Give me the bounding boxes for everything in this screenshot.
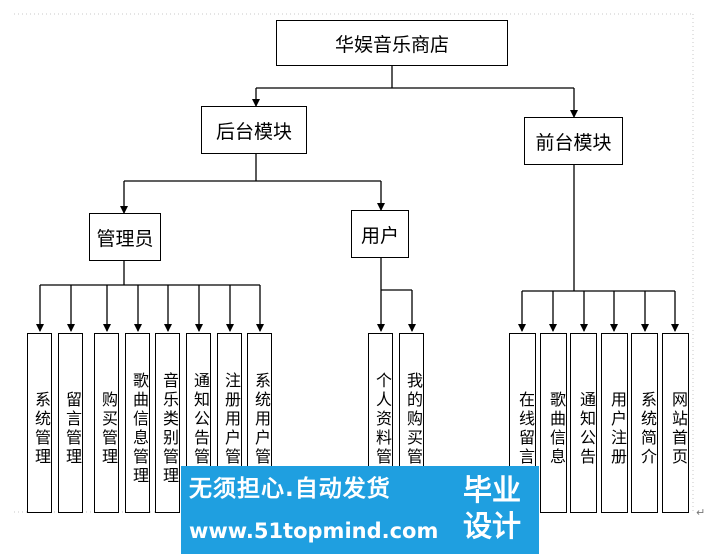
watermark-slogan: 无须担心.自动发货 xyxy=(189,476,391,502)
frontend-connectors xyxy=(518,165,679,332)
watermark-badge-line1: 毕业 xyxy=(462,473,521,507)
watermark-text-block: 无须担心.自动发货 www.51topmind.com xyxy=(189,472,451,548)
backend-module-node: 后台模块 xyxy=(201,106,307,154)
user-node: 用户 xyxy=(351,210,409,258)
front-item-homepage: 网站首页 xyxy=(662,333,689,513)
front-item-system-intro: 系统简介 xyxy=(631,333,658,513)
root-connectors xyxy=(252,66,578,118)
watermark-badge: 毕业 设计 xyxy=(453,472,531,544)
admin-item-message-management: 留言管理 xyxy=(58,333,83,513)
admin-node: 管理员 xyxy=(89,213,161,261)
front-item-user-registration: 用户注册 xyxy=(601,333,628,513)
user-connectors xyxy=(377,258,416,332)
backend-connectors xyxy=(120,154,385,214)
watermark-banner: 无须担心.自动发货 www.51topmind.com 毕业 设计 xyxy=(181,466,539,554)
admin-connectors xyxy=(36,261,264,332)
admin-item-purchase-management: 购买管理 xyxy=(94,333,119,513)
user-item-profile-management: 个人资料管理 xyxy=(368,333,393,513)
admin-item-music-category-management: 音乐类别管理 xyxy=(155,333,180,513)
watermark-url: www.51topmind.com xyxy=(189,519,439,543)
front-item-song-info: 歌曲信息 xyxy=(540,333,567,513)
admin-item-system-management: 系统管理 xyxy=(27,333,52,513)
paragraph-return-icon: ↵ xyxy=(696,506,706,519)
frontend-module-node: 前台模块 xyxy=(524,117,623,165)
root-node: 华娱音乐商店 xyxy=(276,20,508,66)
front-item-notices: 通知公告 xyxy=(570,333,597,513)
admin-item-song-info-management: 歌曲信息管理 xyxy=(125,333,150,513)
watermark-badge-line2: 设计 xyxy=(462,509,521,543)
